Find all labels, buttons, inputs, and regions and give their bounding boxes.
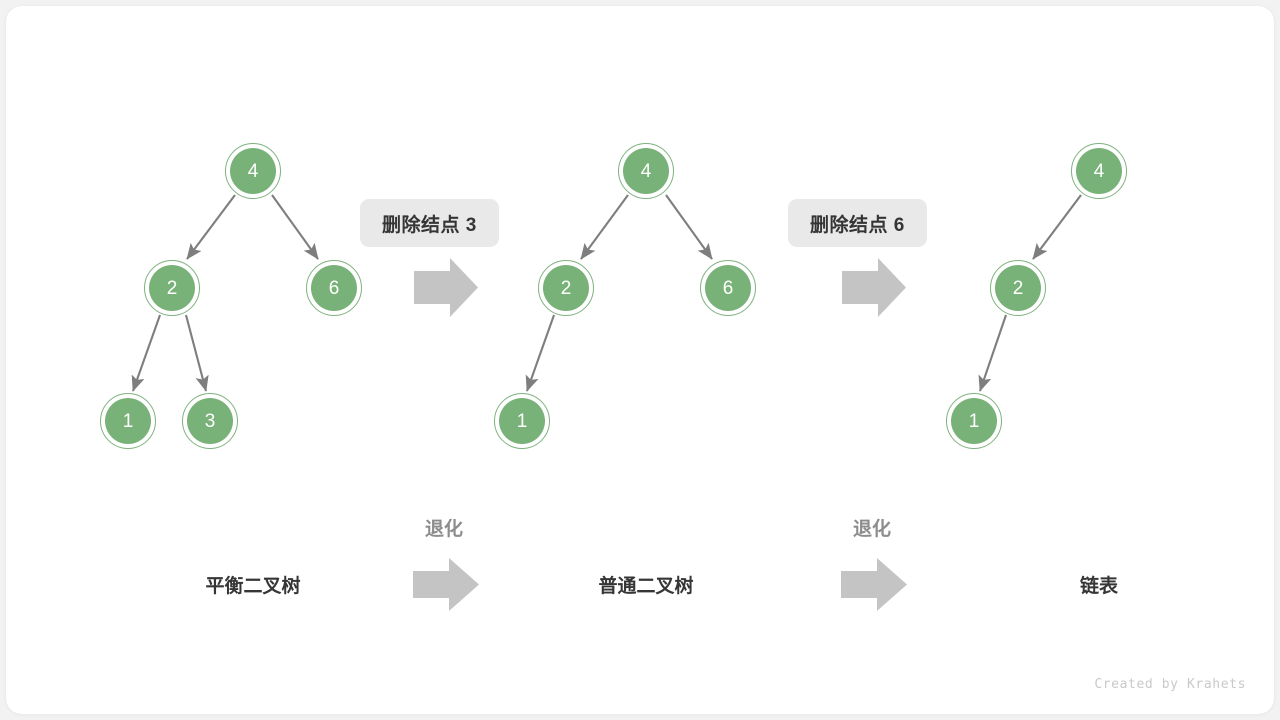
tree-node[interactable]: 2 — [538, 260, 594, 316]
node-value: 2 — [560, 277, 572, 299]
tree-node[interactable]: 4 — [618, 143, 674, 199]
caption-linked-list: 链表 — [1079, 576, 1119, 597]
tree-node[interactable]: 6 — [306, 260, 362, 316]
node-disc: 4 — [623, 148, 669, 194]
node-value: 3 — [204, 410, 216, 432]
edge-2-1 — [525, 314, 555, 392]
block-arrow-top-2 — [842, 258, 906, 317]
edge-4-6 — [271, 194, 319, 260]
node-value: 1 — [122, 410, 134, 432]
edge-4-2 — [1032, 194, 1082, 260]
step-chip-delete-node-6[interactable]: 删除结点 6 — [788, 199, 927, 247]
tree-1-edges — [131, 194, 319, 392]
figure-card: 4 2 6 1 3 — [6, 6, 1274, 714]
node-disc: 2 — [149, 265, 195, 311]
tree-node[interactable]: 1 — [946, 393, 1002, 449]
tree-3-edges — [978, 194, 1082, 392]
node-disc: 2 — [543, 265, 589, 311]
node-value: 1 — [968, 410, 980, 432]
transition-label-degrade-1: 退化 — [424, 519, 464, 540]
node-value: 6 — [722, 277, 734, 299]
edge-4-6 — [665, 194, 713, 260]
edge-2-1 — [131, 314, 161, 392]
step-chip-label: 删除结点 3 — [382, 214, 477, 236]
caption-ordinary-binary-tree: 普通二叉树 — [598, 576, 694, 597]
tree-node[interactable]: 1 — [100, 393, 156, 449]
block-arrow-top-1 — [414, 258, 478, 317]
node-value: 1 — [516, 410, 528, 432]
block-arrow-bottom-1 — [413, 558, 479, 611]
transition-label-degrade-2: 退化 — [852, 519, 892, 540]
tree-node[interactable]: 1 — [494, 393, 550, 449]
caption-balanced-binary-tree: 平衡二叉树 — [205, 576, 301, 597]
step-chip-label: 删除结点 6 — [810, 214, 905, 236]
edge-4-2 — [186, 194, 236, 260]
node-disc: 6 — [311, 265, 357, 311]
node-value: 2 — [166, 277, 178, 299]
credit-text: Created by Krahets — [1094, 677, 1246, 692]
tree-2-edges — [525, 194, 713, 392]
tree-node[interactable]: 2 — [990, 260, 1046, 316]
node-value: 4 — [247, 160, 259, 182]
node-disc: 1 — [499, 398, 545, 444]
step-chip-delete-node-3[interactable]: 删除结点 3 — [360, 199, 499, 247]
block-arrow-bottom-2 — [841, 558, 907, 611]
node-disc: 6 — [705, 265, 751, 311]
tree-node[interactable]: 4 — [1071, 143, 1127, 199]
node-disc: 2 — [995, 265, 1041, 311]
node-value: 6 — [328, 277, 340, 299]
node-disc: 3 — [187, 398, 233, 444]
tree-node[interactable]: 4 — [225, 143, 281, 199]
edge-2-3 — [184, 314, 209, 392]
node-disc: 1 — [951, 398, 997, 444]
node-disc: 1 — [105, 398, 151, 444]
tree-node[interactable]: 3 — [182, 393, 238, 449]
edge-4-2 — [580, 194, 629, 260]
node-value: 4 — [640, 160, 652, 182]
graph-edges-layer — [131, 194, 1082, 611]
tree-node[interactable]: 6 — [700, 260, 756, 316]
tree-node[interactable]: 2 — [144, 260, 200, 316]
edge-2-1 — [978, 314, 1007, 392]
node-disc: 4 — [1076, 148, 1122, 194]
node-value: 4 — [1093, 160, 1105, 182]
node-value: 2 — [1012, 277, 1024, 299]
node-disc: 4 — [230, 148, 276, 194]
